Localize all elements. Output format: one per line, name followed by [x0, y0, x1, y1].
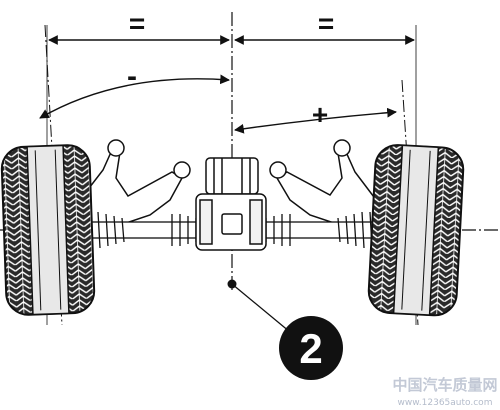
watermark-url: www.12365auto.com	[398, 398, 493, 408]
right-inner-ball-joint	[269, 161, 287, 179]
negative-angle-arc	[39, 74, 230, 119]
positive-angle-arc	[234, 107, 397, 134]
callout-leader-line	[231, 283, 291, 333]
callout-badge	[279, 316, 343, 380]
left-inner-ball-joint	[173, 161, 191, 179]
left-suspension-arm	[75, 139, 191, 231]
differential-icon	[195, 157, 267, 251]
left-tire-icon	[0, 144, 96, 316]
equal-label-right: =	[318, 8, 334, 39]
left-upper-ball-joint	[107, 139, 125, 157]
right-suspension-arm	[269, 139, 381, 231]
right-tire-icon	[367, 144, 465, 317]
minus-sign-label: -	[127, 60, 137, 93]
plus-sign-label: +	[312, 99, 328, 130]
watermark-title: 中国汽车质量网	[392, 376, 497, 394]
right-upper-ball-joint	[333, 139, 351, 157]
callout-number: 2	[299, 325, 322, 372]
equal-label-left: =	[129, 8, 145, 39]
